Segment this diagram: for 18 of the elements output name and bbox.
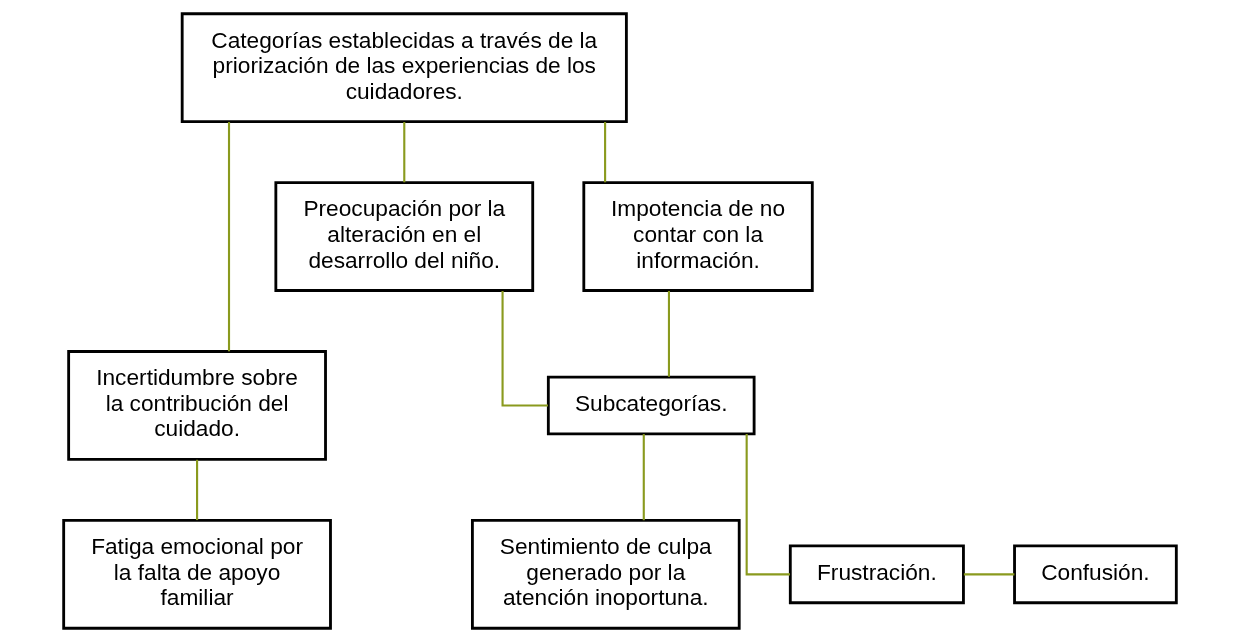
- connector: [667, 290, 671, 377]
- node-box: Incertidumbre sobre la contribución del cuidado.: [67, 350, 327, 461]
- connector: [196, 459, 199, 521]
- connector: [403, 122, 406, 183]
- connector: [227, 121, 231, 352]
- node-box: Fatiga emocional por la falta de apoyo familiar: [62, 519, 332, 630]
- node-box: Impotencia de no contar con la información.: [582, 181, 814, 292]
- connector: [642, 434, 645, 521]
- connector: [745, 434, 790, 576]
- node-box: Confusión.: [1013, 544, 1178, 605]
- node-box: Preocupación por la alteración en el desarrollo del niño.: [274, 181, 535, 292]
- connector: [963, 573, 1015, 576]
- node-box: Frustración.: [788, 544, 965, 605]
- node-box: Sentimiento de culpa generado por la atención inoportuna.: [470, 519, 741, 630]
- node-box: Categorías establecidas a través de la priorización de las experiencias de los cuidadores.: [180, 12, 628, 123]
- connector: [501, 290, 548, 407]
- connector: [604, 122, 607, 183]
- node-box: Subcategorías.: [546, 375, 756, 436]
